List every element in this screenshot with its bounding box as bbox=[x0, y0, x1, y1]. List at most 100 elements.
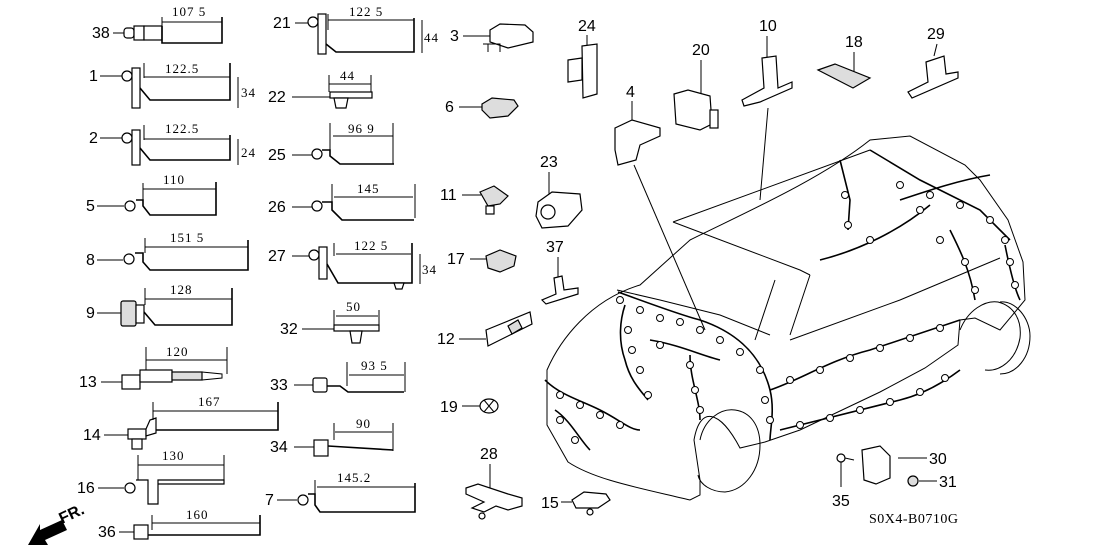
part-23[interactable]: 23 bbox=[535, 154, 583, 229]
dim-length-13: 120 bbox=[166, 344, 189, 359]
callout-1: 1 bbox=[89, 68, 98, 85]
harness-connector-node bbox=[961, 258, 969, 266]
harness-connector-node bbox=[1001, 236, 1009, 244]
clip-34[interactable]: 34 90 bbox=[270, 416, 394, 457]
clip-7[interactable]: 7 145.2 bbox=[265, 470, 416, 513]
dim-length-16: 130 bbox=[162, 448, 185, 463]
clip-25[interactable]: 25 96 9 bbox=[268, 121, 394, 165]
harness-connector-node bbox=[644, 391, 652, 399]
part-6[interactable]: 6 bbox=[445, 97, 519, 119]
dim-length-33: 93 5 bbox=[361, 358, 388, 373]
clip-22[interactable]: 22 44 bbox=[268, 68, 373, 109]
harness-connector-node bbox=[656, 341, 664, 349]
part-12[interactable]: 12 bbox=[437, 311, 533, 348]
harness-connector-node bbox=[936, 236, 944, 244]
callout-3: 3 bbox=[450, 28, 459, 45]
harness-connector-node bbox=[841, 191, 849, 199]
callout-9: 9 bbox=[86, 305, 95, 322]
callout-8: 8 bbox=[86, 252, 95, 269]
callout-13: 13 bbox=[79, 374, 97, 391]
wire-harness bbox=[544, 149, 1021, 451]
clip-26[interactable]: 26 145 bbox=[268, 181, 416, 221]
harness-connector-node bbox=[896, 181, 904, 189]
clip-32[interactable]: 32 50 bbox=[280, 299, 380, 344]
callout-15: 15 bbox=[541, 495, 559, 512]
harness-connector-node bbox=[556, 391, 564, 399]
harness-connector-node bbox=[556, 416, 564, 424]
clip-27[interactable]: 27 122 5 34 bbox=[268, 238, 437, 290]
clip-9[interactable]: 9 128 bbox=[86, 282, 233, 327]
harness-connector-node bbox=[696, 406, 704, 414]
harness-connector-node bbox=[846, 354, 854, 362]
dim-length-2: 122.5 bbox=[165, 121, 199, 136]
part-3[interactable]: 3 bbox=[450, 23, 534, 52]
harness-connector-node bbox=[766, 416, 774, 424]
part-24[interactable]: 24 bbox=[567, 18, 598, 99]
harness-connector-node bbox=[916, 206, 924, 214]
callout-36: 36 bbox=[98, 524, 116, 541]
clip-14[interactable]: 14 167 bbox=[83, 394, 279, 450]
harness-connector-node bbox=[971, 286, 979, 294]
callout-32: 32 bbox=[280, 321, 298, 338]
harness-connector-node bbox=[826, 414, 834, 422]
clip-16[interactable]: 16 130 bbox=[77, 448, 225, 505]
harness-connector-node bbox=[926, 191, 934, 199]
dim-length-32: 50 bbox=[346, 299, 361, 314]
dim-length-1: 122.5 bbox=[165, 61, 199, 76]
part-37[interactable]: 37 bbox=[540, 239, 579, 305]
clip-1[interactable]: 1 122.5 34 bbox=[89, 61, 256, 109]
callout-30: 30 bbox=[929, 451, 947, 468]
clip-21[interactable]: 21 122 5 44 bbox=[273, 4, 439, 55]
callout-35: 35 bbox=[832, 493, 850, 510]
vehicle-body bbox=[546, 135, 1031, 501]
harness-connector-node bbox=[876, 344, 884, 352]
callout-7: 7 bbox=[265, 492, 274, 509]
part-4[interactable]: 4 bbox=[614, 84, 706, 331]
callout-12: 12 bbox=[437, 331, 455, 348]
diagram-code: S0X4-B0710G bbox=[869, 512, 959, 527]
clip-36[interactable]: 36 160 bbox=[98, 507, 261, 541]
harness-connector-node bbox=[986, 216, 994, 224]
callout-28: 28 bbox=[480, 446, 498, 463]
clip-33[interactable]: 33 93 5 bbox=[270, 358, 406, 394]
callout-27: 27 bbox=[268, 248, 286, 265]
callout-18: 18 bbox=[845, 34, 863, 51]
clip-2[interactable]: 2 122.5 24 bbox=[89, 121, 256, 166]
callout-4: 4 bbox=[626, 84, 635, 101]
part-19[interactable]: 19 bbox=[440, 398, 499, 416]
harness-connector-node bbox=[844, 221, 852, 229]
part-15[interactable]: 15 bbox=[541, 491, 611, 516]
clip-5[interactable]: 5 110 bbox=[86, 172, 217, 216]
callout-17: 17 bbox=[447, 251, 465, 268]
dim-height-2: 24 bbox=[241, 145, 256, 160]
harness-connector-node bbox=[761, 396, 769, 404]
harness-connector-node bbox=[691, 386, 699, 394]
clip-8[interactable]: 8 151 5 bbox=[86, 230, 249, 271]
harness-connector-node bbox=[636, 306, 644, 314]
part-18[interactable]: 18 bbox=[816, 34, 872, 89]
callout-11: 11 bbox=[440, 187, 457, 204]
harness-connector-node bbox=[956, 201, 964, 209]
dim-length-26: 145 bbox=[357, 181, 380, 196]
part-35[interactable]: 35 bbox=[832, 453, 855, 510]
harness-connector-node bbox=[616, 296, 624, 304]
harness-connector-node bbox=[676, 318, 684, 326]
part-30[interactable]: 30 bbox=[861, 445, 947, 485]
dim-length-27: 122 5 bbox=[354, 238, 388, 253]
callout-20: 20 bbox=[692, 42, 710, 59]
part-17[interactable]: 17 bbox=[447, 249, 517, 273]
part-28[interactable]: 28 bbox=[465, 446, 523, 520]
clip-13[interactable]: 13 120 bbox=[79, 344, 228, 391]
harness-connector-node bbox=[906, 334, 914, 342]
part-31[interactable]: 31 bbox=[907, 474, 957, 491]
harness-connector-node bbox=[628, 346, 636, 354]
dim-length-34: 90 bbox=[356, 416, 371, 431]
dim-length-8: 151 5 bbox=[170, 230, 204, 245]
part-11[interactable]: 11 bbox=[440, 185, 509, 215]
part-20[interactable]: 20 bbox=[673, 42, 719, 131]
clip-38[interactable]: 38 107 5 bbox=[92, 4, 223, 44]
part-29[interactable]: 29 bbox=[907, 26, 959, 99]
harness-connector-node bbox=[916, 388, 924, 396]
callout-21: 21 bbox=[273, 15, 291, 32]
part-10[interactable]: 10 bbox=[741, 18, 793, 201]
